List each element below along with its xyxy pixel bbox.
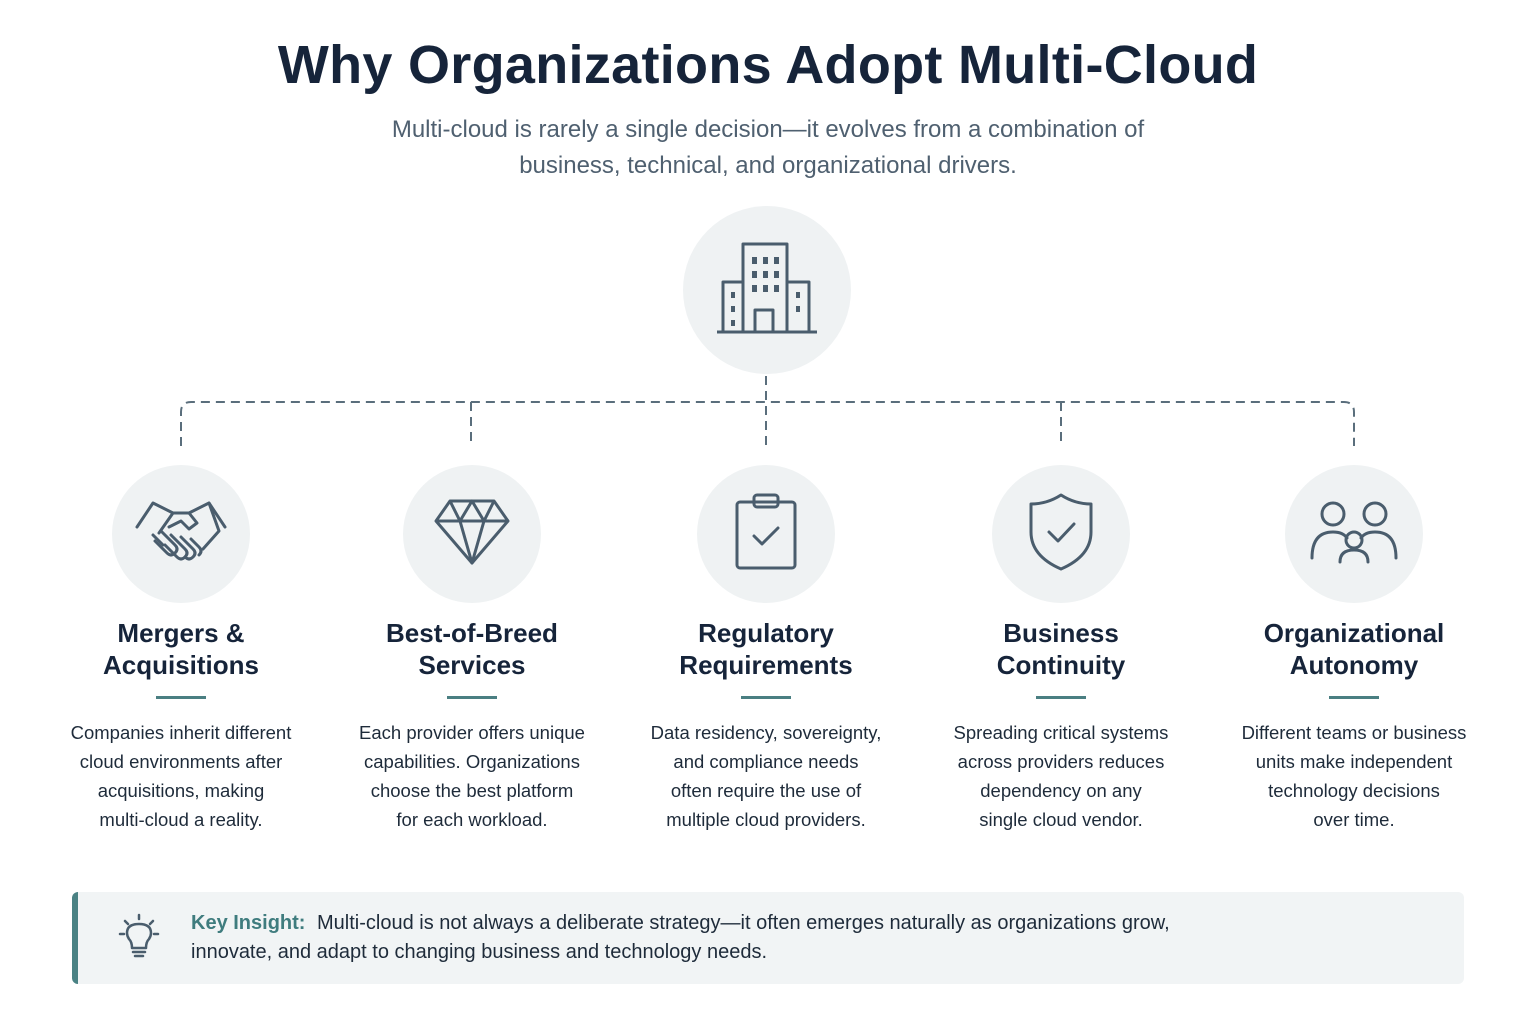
driver-title: Organizational Autonomy [1263,618,1445,680]
subtitle-line: business, technical, and organizational … [519,152,1017,179]
driver-description: Spreading critical systems across provid… [953,722,1169,830]
page-subtitle: Multi-cloud is rarely a single decision—… [318,112,1218,184]
insight-line: innovate, and adapt to changing business… [191,941,767,963]
insight-text: Key Insight: Multi-cloud is not always a… [191,909,1341,967]
title-underline [1329,696,1379,699]
handshake-icon [133,497,229,572]
title-underline [156,696,206,699]
title-underline [447,696,497,699]
title-underline [741,696,791,699]
driver-title: Business Continuity [996,618,1126,680]
insight-line: Multi-cloud is not always a deliberate s… [317,912,1170,934]
building-icon [715,240,819,341]
driver-title: Regulatory Requirements [679,618,853,680]
driver-description: Data residency, sovereignty, and complia… [650,722,882,830]
key-insight-callout: Key Insight: Multi-cloud is not always a… [72,892,1464,984]
title-underline [1036,696,1086,699]
hub-circle [683,206,851,374]
lightbulb-icon [116,912,162,967]
shield-check-icon [1027,492,1095,577]
driver-description: Different teams or business units make i… [1241,722,1467,830]
diamond-icon [432,497,512,572]
driver-description: Companies inherit different cloud enviro… [70,722,292,830]
clipboard-check-icon [734,492,798,577]
insight-label: Key Insight: [191,912,306,934]
driver-description: Each provider offers unique capabilities… [359,722,585,830]
driver-icon-circle [1285,465,1423,603]
driver-icon-circle [697,465,835,603]
subtitle-line: Multi-cloud is rarely a single decision—… [391,116,1145,143]
users-group-icon [1309,500,1399,569]
driver-title: Mergers & Acquisitions [102,618,259,680]
driver-icon-circle [992,465,1130,603]
page-title: Why Organizations Adopt Multi-Cloud [277,35,1259,95]
driver-icon-circle [112,465,250,603]
driver-icon-circle [403,465,541,603]
driver-title: Best-of-Breed Services [386,618,558,680]
connector-horizontal [180,401,1355,446]
